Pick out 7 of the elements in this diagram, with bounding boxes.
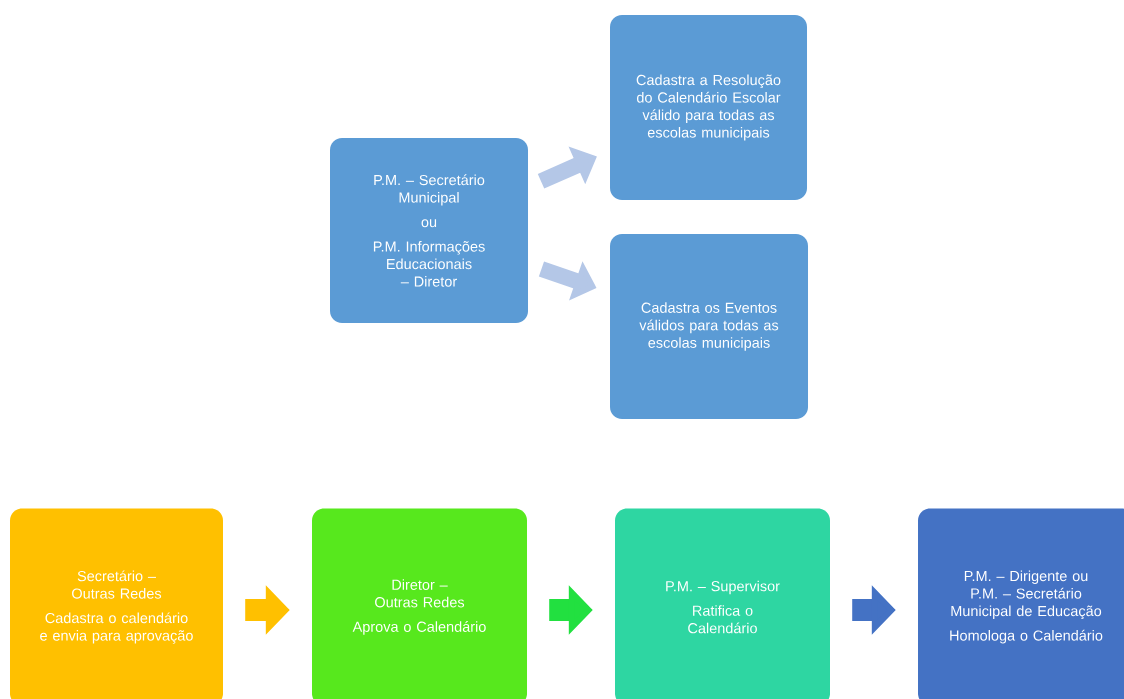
process-box: P.M. – Secretário Municipal ou P.M. Informações Educacionais – Diretor	[330, 138, 528, 323]
process-box: Diretor – Outras Redes Aprova o Calendário	[312, 508, 527, 699]
process-box: Cadastra a Resolução do Calendário Escolar válido para todas as escolas municipais	[610, 15, 807, 200]
process-box: Cadastra os Eventos válidos para todas as escolas municipais	[610, 234, 808, 419]
process-box: P.M. – Dirigente ou P.M. – Secretário Municipal de Educação Homologa o Calendário	[918, 508, 1124, 699]
process-box: Secretário – Outras Redes Cadastra o calendário e envia para aprovação	[10, 508, 223, 699]
process-box: P.M. – Supervisor Ratifica o Calendário	[615, 508, 830, 699]
